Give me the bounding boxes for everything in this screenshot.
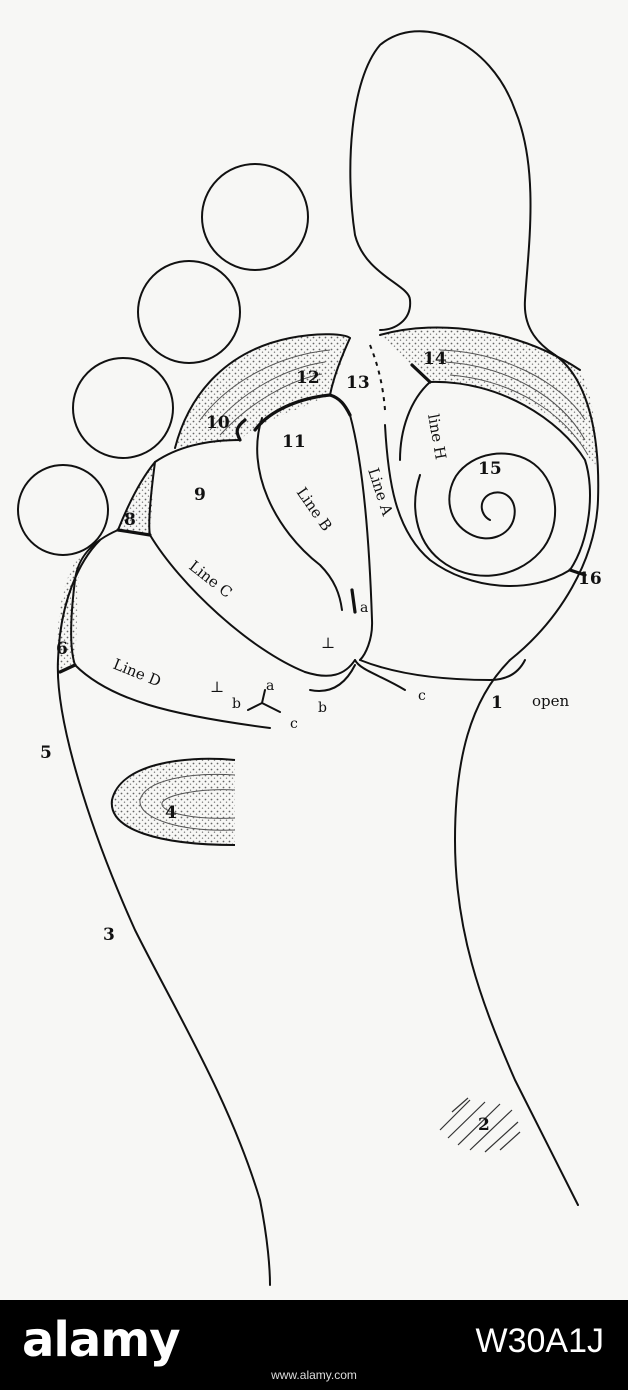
label-3: 3	[103, 925, 115, 945]
label-b-left: b	[232, 696, 241, 712]
ridge-band-right	[380, 328, 597, 468]
label-t-left: ⊥	[210, 678, 224, 696]
whorl-15	[414, 452, 557, 577]
patch-4	[110, 757, 236, 846]
label-line-c: Line C	[186, 557, 236, 602]
label-14: 14	[423, 349, 447, 369]
label-13: 13	[346, 373, 370, 393]
label-10: 10	[206, 413, 230, 433]
footer-url: www.alamy.com	[271, 1368, 357, 1382]
label-line-b: Line B	[293, 484, 336, 535]
label-8: 8	[124, 510, 136, 530]
stock-id: W30A1J	[475, 1322, 605, 1360]
big-toe	[349, 30, 556, 356]
label-open: open	[532, 692, 570, 710]
label-12: 12	[296, 368, 320, 388]
label-c-left: c	[290, 716, 298, 732]
label-9: 9	[194, 485, 206, 505]
label-6: 6	[56, 639, 68, 659]
label-b-right: b	[318, 700, 327, 716]
sole-outline-right	[454, 354, 600, 1206]
footprint-diagram: 1 open 2 3 4 5 6 8 9 10 11 12 13 14 15 1…	[17, 30, 602, 1286]
patch-2	[439, 1097, 521, 1153]
label-1: 1	[491, 693, 503, 713]
label-line-h: line H	[424, 413, 450, 461]
label-11: 11	[282, 432, 306, 452]
label-c-right: c	[418, 688, 426, 704]
label-15: 15	[478, 459, 502, 479]
ridge-band-8	[118, 462, 155, 535]
toe-2	[201, 163, 309, 271]
toe-4	[72, 357, 174, 459]
label-t-right: ⊥	[321, 634, 335, 652]
label-a-lower: a	[266, 678, 274, 694]
label-16: 16	[578, 569, 602, 589]
toe-5	[17, 464, 109, 556]
label-line-d: Line D	[111, 655, 164, 690]
label-2: 2	[478, 1115, 490, 1135]
toe-3	[137, 260, 241, 364]
sole-outline	[56, 539, 271, 1286]
brand-logo: alamy	[22, 1312, 181, 1368]
watermark-banner: alamy W30A1J www.alamy.com	[0, 1300, 628, 1390]
label-a-upper: a	[360, 600, 368, 616]
label-5: 5	[40, 743, 52, 763]
label-4: 4	[165, 803, 177, 823]
label-line-a: Line A	[364, 466, 396, 518]
